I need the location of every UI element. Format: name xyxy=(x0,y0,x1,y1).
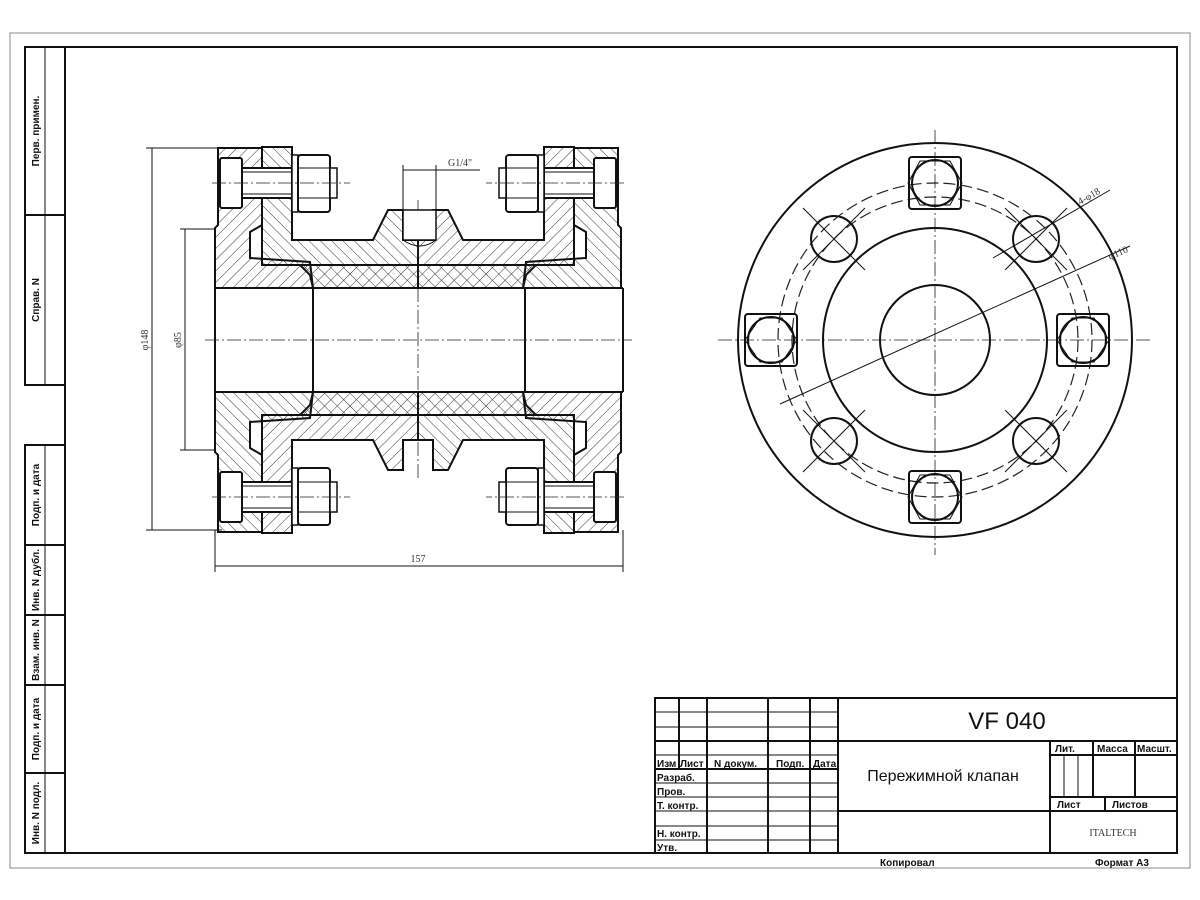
sheet-label: Лист xyxy=(1057,800,1081,811)
sheets-label: Листов xyxy=(1112,800,1148,811)
col-signature: Подп. xyxy=(776,759,805,770)
copied-label: Копировал xyxy=(880,858,935,869)
stamp-sign-date-1: Подп. и дата xyxy=(31,463,42,526)
col-change: Изм xyxy=(657,759,676,770)
scale-label: Масшт. xyxy=(1137,744,1172,755)
side-stamp: Перв. примен. Справ. N Подп. и дата Инв.… xyxy=(24,46,66,854)
stamp-reference-no: Справ. N xyxy=(31,278,42,322)
lit-label: Лит. xyxy=(1055,744,1075,755)
row-developed: Разраб. xyxy=(657,772,695,784)
title-block: Изм Лист N докум. Подп. Дата Разраб. Про… xyxy=(654,697,1178,869)
drawing-name: Пережимной клапан xyxy=(867,768,1019,785)
stamp-dup-inv-no: Инв. N дубл. xyxy=(30,549,42,611)
dim-bolt-holes: 4-φ18 xyxy=(1076,186,1102,208)
row-approved: Утв. xyxy=(657,843,677,854)
bolt-holes xyxy=(802,207,1068,473)
format-label: Формат А3 xyxy=(1095,858,1149,869)
dim-length: 157 xyxy=(411,554,426,565)
company-name: ITALTECH xyxy=(1089,828,1136,839)
drawing-designation: VF 040 xyxy=(968,708,1045,735)
section-dimensions: φ148 φ85 157 G1/4" xyxy=(140,147,624,572)
row-tech-control: Т. контр. xyxy=(657,801,699,812)
stamp-sign-date-2: Подп. и дата xyxy=(31,697,42,760)
col-doc-no: N докум. xyxy=(714,759,757,770)
stamp-orig-inv-no: Инв. N подл. xyxy=(31,782,42,845)
col-date: Дата xyxy=(813,759,837,770)
stamp-repl-inv-no: Взам. инв. N xyxy=(31,619,42,681)
mass-label: Масса xyxy=(1097,744,1128,755)
bolt-heads xyxy=(744,156,1110,524)
dim-bore-diameter: φ85 xyxy=(173,332,184,348)
port-hole xyxy=(402,209,437,241)
row-norm-control: Н. контр. xyxy=(657,829,701,840)
sheet-border xyxy=(9,32,1191,869)
stamp-first-use: Перв. примен. xyxy=(31,95,42,166)
dim-overall-diameter: φ148 xyxy=(140,330,151,351)
dim-bolt-circle: φ110 xyxy=(1107,244,1130,262)
dim-port-thread: G1/4" xyxy=(448,158,472,169)
col-sheet: Лист xyxy=(680,759,704,770)
row-checked: Пров. xyxy=(657,787,686,798)
section-view xyxy=(205,147,632,533)
end-view: 4-φ18 φ110 xyxy=(718,130,1150,555)
